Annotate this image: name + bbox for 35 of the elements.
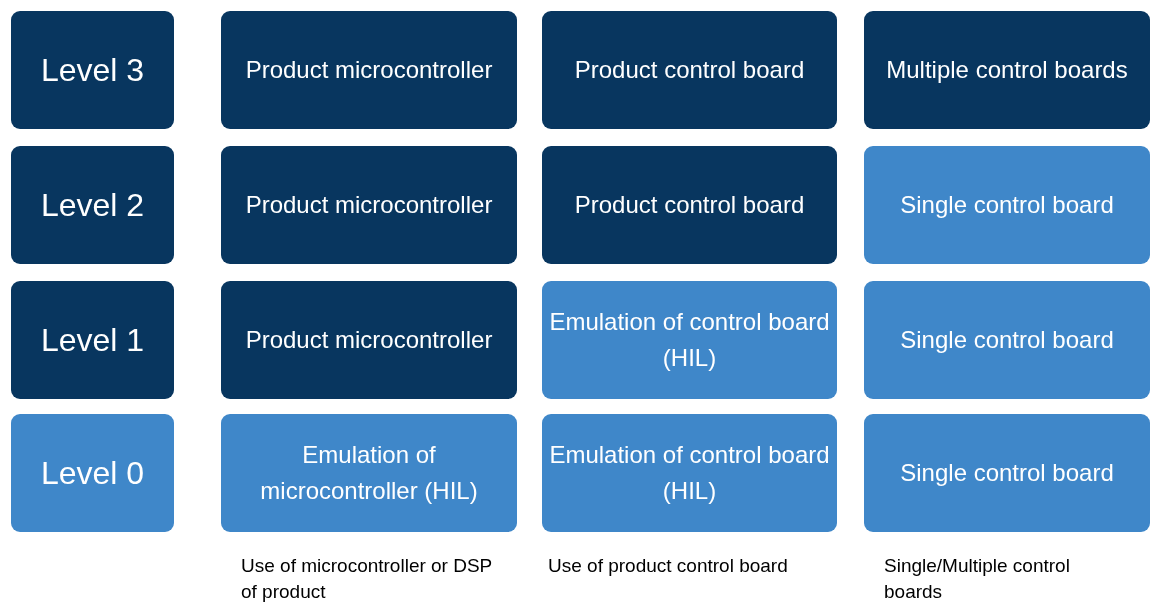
component-label: Multiple control boards <box>886 55 1128 85</box>
component-label: Emulation of microcontroller (HIL) <box>259 440 479 506</box>
component-box <box>221 414 517 532</box>
component-box <box>864 414 1150 532</box>
level-box <box>11 11 174 129</box>
component-box <box>221 11 517 129</box>
level-box <box>11 414 174 532</box>
column-caption: Use of product control board <box>548 554 788 578</box>
component-label: Single control board <box>900 325 1114 355</box>
component-box <box>864 11 1150 129</box>
component-box <box>864 146 1150 264</box>
component-box <box>542 11 837 129</box>
component-label: Emulation of control board (HIL) <box>548 307 831 373</box>
component-label: Emulation of control board (HIL) <box>548 440 831 506</box>
column-caption: Use of microcontroller or DSP of product <box>241 554 493 604</box>
component-label: Product control board <box>574 55 805 85</box>
level-label: Level 1 <box>40 322 145 358</box>
component-label: Product microcontroller <box>245 55 493 85</box>
component-box <box>221 281 517 399</box>
component-label: Product control board <box>574 190 805 220</box>
component-box <box>864 281 1150 399</box>
component-box <box>542 414 837 532</box>
component-label: Product microcontroller <box>245 190 493 220</box>
level-box <box>11 146 174 264</box>
level-label: Level 2 <box>40 187 145 223</box>
level-box <box>11 281 174 399</box>
component-label: Single control board <box>900 190 1114 220</box>
component-box <box>221 146 517 264</box>
level-label: Level 0 <box>40 455 145 491</box>
component-box <box>542 281 837 399</box>
component-box <box>542 146 837 264</box>
level-label: Level 3 <box>40 52 145 88</box>
component-label: Product microcontroller <box>245 325 493 355</box>
component-label: Single control board <box>900 458 1114 488</box>
column-caption: Single/Multiple control boards <box>884 554 1071 604</box>
